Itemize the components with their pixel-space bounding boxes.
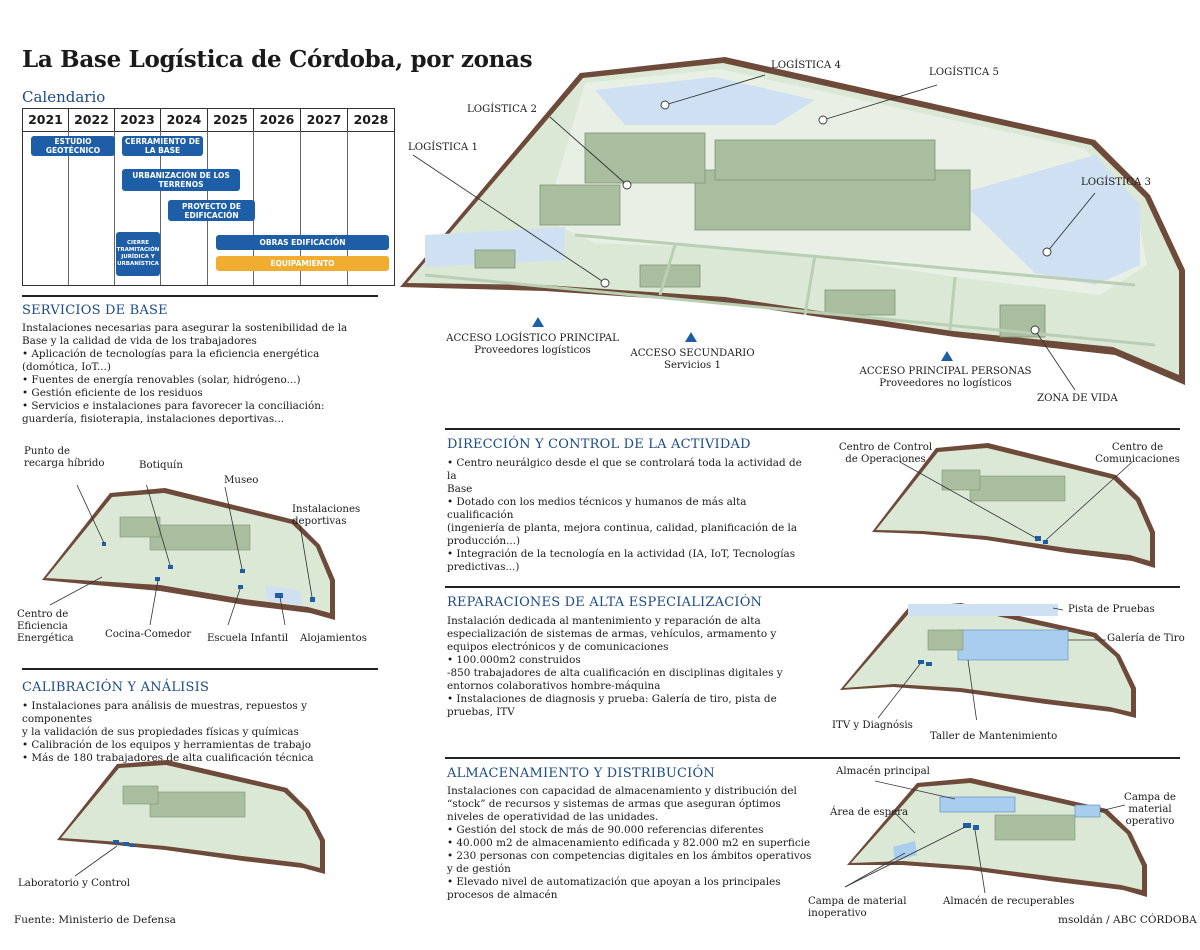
label-escuela-infantil: Escuela Infantil — [207, 633, 289, 644]
label-pista-pruebas: Pista de Pruebas — [1068, 604, 1155, 615]
calibracion-title: CALIBRACIÓN Y ANÁLISIS — [22, 680, 210, 695]
almacenamiento-title: ALMACENAMIENTO Y DISTRIBUCIÓN — [447, 766, 715, 781]
label-taller: Taller de Mantenimiento — [930, 731, 1058, 742]
servicios-map — [42, 485, 335, 625]
year-2025: 2025 — [208, 109, 254, 131]
access-logistico-sub: Proveedores logísticos — [474, 345, 591, 356]
bar-estudio: ESTUDIO GEOTÉCNICO — [31, 136, 115, 156]
label-logistica-2: LOGÍSTICA 2 — [467, 104, 537, 115]
footer-credit: msoldán / ABC CÓRDOBA — [1058, 914, 1197, 926]
year-2028: 2028 — [353, 112, 389, 127]
calibracion-map — [57, 760, 325, 877]
year-2024: 2024 — [161, 109, 208, 131]
reparaciones-map — [840, 603, 1136, 720]
calendar-table: 2021 2022 2023 2024 2025 2026 2027 2028 … — [22, 108, 395, 286]
direccion-text: • Centro neurálgico desde el que se cont… — [447, 457, 802, 573]
year-2027: 2027 — [301, 109, 348, 131]
label-alojamientos: Alojamientos — [300, 633, 367, 644]
access-logistico: ACCESO LOGÍSTICO PRINCIPAL Proveedores l… — [440, 333, 625, 357]
bar-obras: OBRAS EDIFICACIÓN — [216, 235, 389, 250]
label-museo: Museo — [224, 475, 259, 486]
year-2022: 2022 — [69, 109, 115, 131]
year-2023: 2023 — [115, 109, 161, 131]
label-logistica-4: LOGÍSTICA 4 — [771, 60, 841, 71]
label-almacen-recuperables: Almacén de recuperables — [943, 896, 1075, 907]
access-personas: ACCESO PRINCIPAL PERSONAS Proveedores no… — [853, 366, 1038, 390]
bar-cierre: CIERRE TRAMITACIÓN JURÍDICA Y URBANÍSTIC… — [116, 232, 160, 276]
label-itv: ITV y Diagnósis — [832, 720, 913, 731]
access-secundario: ACCESO SECUNDARIO Servicios 1 — [620, 348, 765, 372]
servicios-text: Instalaciones necesarias para asegurar l… — [22, 322, 348, 425]
bar-cerramiento: CERRAMIENTO DE LA BASE — [122, 136, 203, 156]
bar-proyecto: PROYECTO DE EDIFICACIÓN — [168, 200, 255, 221]
footer-source: Fuente: Ministerio de Defensa — [14, 914, 176, 926]
access-logistico-name: ACCESO LOGÍSTICO PRINCIPAL — [446, 333, 619, 344]
label-logistica-1: LOGÍSTICA 1 — [408, 142, 478, 153]
access-secundario-sub: Servicios 1 — [664, 360, 721, 371]
calibracion-text: • Instalaciones para análisis de muestra… — [22, 700, 314, 764]
label-cocina-comedor: Cocina-Comedor — [105, 629, 192, 640]
label-logistica-3: LOGÍSTICA 3 — [1081, 177, 1151, 188]
label-logistica-5: LOGÍSTICA 5 — [929, 67, 999, 78]
label-zona-vida: ZONA DE VIDA — [1037, 393, 1118, 404]
label-laboratorio: Laboratorio y Control — [18, 878, 131, 889]
calendar-title: Calendario — [22, 88, 106, 106]
servicios-title: SERVICIOS DE BASE — [22, 303, 168, 318]
access-personas-name: ACCESO PRINCIPAL PERSONAS — [859, 366, 1032, 377]
label-galeria-tiro: Galería de Tiro — [1107, 633, 1185, 644]
access-secundario-name: ACCESO SECUNDARIO — [630, 348, 755, 359]
year-2021: 2021 — [23, 109, 69, 131]
bar-equipamiento: EQUIPAMIENTO — [216, 256, 389, 271]
label-botiquin: Botiquín — [139, 460, 183, 471]
almacenamiento-map — [845, 778, 1147, 897]
direccion-title: DIRECCIÓN Y CONTROL DE LA ACTIVIDAD — [447, 437, 751, 452]
almacenamiento-text: Instalaciones con capacidad de almacenam… — [447, 785, 812, 901]
page-title: La Base Logística de Córdoba, por zonas — [22, 46, 533, 73]
main-base-map — [400, 57, 1185, 391]
reparaciones-title: REPARACIONES DE ALTA ESPECIALIZACIÓN — [447, 595, 763, 610]
reparaciones-text: Instalación dedicada al mantenimiento y … — [447, 615, 783, 718]
direccion-map — [872, 443, 1155, 568]
label-almacen-principal: Almacén principal — [836, 766, 930, 777]
access-personas-sub: Proveedores no logísticos — [879, 378, 1012, 389]
label-area-espera: Área de espera — [830, 807, 909, 818]
year-2026: 2026 — [254, 109, 301, 131]
bar-urbanizacion: URBANIZACIÓN DE LOS TERRENOS — [122, 169, 240, 191]
